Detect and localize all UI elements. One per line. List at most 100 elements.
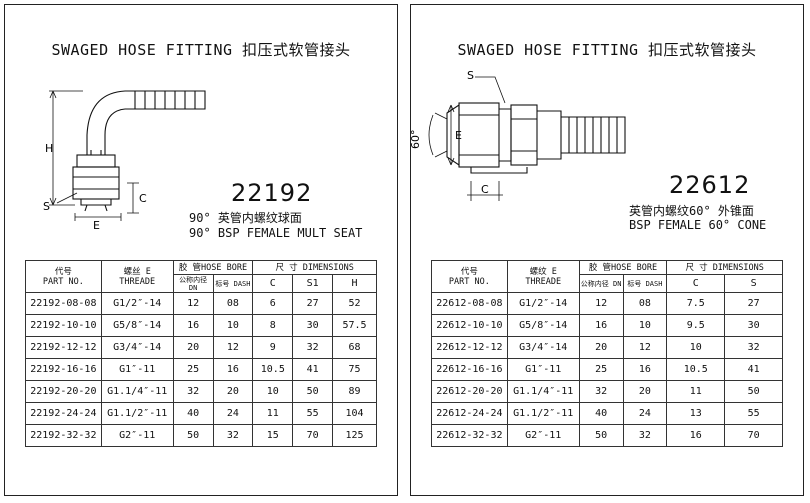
fitting-sheet-22612: SWAGED HOSE FITTING 扣压式软管接头 bbox=[410, 4, 804, 496]
table-cell: G1.1/4″-11 bbox=[100, 380, 174, 403]
elbow-fitting-drawing: H E S C bbox=[43, 90, 206, 232]
table-cell: 11 bbox=[666, 380, 726, 403]
dim-c-label: C bbox=[481, 183, 489, 196]
dim-e-label: E bbox=[455, 129, 462, 142]
dim-angle-label: 60° bbox=[411, 130, 422, 150]
table-cell: G5/8″-14 bbox=[100, 314, 174, 337]
description-cn: 90° 英管内螺纹球面 bbox=[189, 211, 302, 225]
table-cell: 20 bbox=[212, 380, 254, 403]
table-cell: 55 bbox=[292, 402, 334, 425]
part-number-cell: 22192-08-08 bbox=[25, 292, 102, 315]
col-c: C bbox=[666, 274, 726, 293]
col-dn: 公称内径 DN bbox=[172, 274, 214, 293]
part-number-cell: 22192-32-32 bbox=[25, 424, 102, 447]
table-cell: 52 bbox=[332, 292, 377, 315]
dim-c-label: C bbox=[139, 192, 147, 205]
table-cell: 16 bbox=[172, 314, 214, 337]
part-number-cell: 22612-10-10 bbox=[431, 314, 508, 337]
col-s: S bbox=[724, 274, 783, 293]
col-c: C bbox=[252, 274, 294, 293]
part-number-cell: 22192-16-16 bbox=[25, 358, 102, 381]
table-cell: 32 bbox=[622, 424, 668, 447]
table-cell: 12 bbox=[212, 336, 254, 359]
table-cell: 104 bbox=[332, 402, 377, 425]
table-cell: 24 bbox=[622, 402, 668, 425]
table-cell: 20 bbox=[172, 336, 214, 359]
table-cell: G1.1/2″-11 bbox=[100, 402, 174, 425]
table-cell: 9.5 bbox=[666, 314, 726, 337]
table-cell: 12 bbox=[578, 292, 624, 315]
table-cell: 50 bbox=[172, 424, 214, 447]
table-cell: 20 bbox=[622, 380, 668, 403]
description-en: 90° BSP FEMALE MULT SEAT bbox=[189, 226, 363, 240]
part-number-cell: 22612-32-32 bbox=[431, 424, 508, 447]
table-cell: G5/8″-14 bbox=[506, 314, 580, 337]
table-cell: 10.5 bbox=[252, 358, 294, 381]
col-dash: 标号 DASH bbox=[212, 274, 254, 293]
table-cell: G3/4″-14 bbox=[506, 336, 580, 359]
straight-fitting-drawing: S E 60° C bbox=[411, 69, 626, 201]
table-cell: 68 bbox=[332, 336, 377, 359]
table-cell: 41 bbox=[292, 358, 334, 381]
table-cell: 8 bbox=[252, 314, 294, 337]
table-cell: 32 bbox=[578, 380, 624, 403]
table-cell: 55 bbox=[724, 402, 783, 425]
table-cell: G3/4″-14 bbox=[100, 336, 174, 359]
col-dimensions: 尺 寸 DIMENSIONS bbox=[252, 260, 377, 275]
col-hose-bore: 胶 管HOSE BORE bbox=[172, 260, 254, 275]
table-cell: 6 bbox=[252, 292, 294, 315]
table-cell: 7.5 bbox=[666, 292, 726, 315]
col-dimensions: 尺 寸 DIMENSIONS bbox=[666, 260, 783, 275]
table-cell: 75 bbox=[332, 358, 377, 381]
table-cell: 10 bbox=[212, 314, 254, 337]
col-dash: 标号 DASH bbox=[622, 274, 668, 293]
table-cell: 32 bbox=[172, 380, 214, 403]
table-cell: 70 bbox=[724, 424, 783, 447]
table-cell: 10 bbox=[622, 314, 668, 337]
table-cell: 27 bbox=[724, 292, 783, 315]
part-number-cell: 22612-24-24 bbox=[431, 402, 508, 425]
dim-e-label: E bbox=[93, 219, 100, 232]
table-cell: 40 bbox=[172, 402, 214, 425]
table-cell: 9 bbox=[252, 336, 294, 359]
table-cell: 32 bbox=[724, 336, 783, 359]
description-cn: 英管内螺纹60° 外锥面 bbox=[629, 204, 754, 218]
table-cell: 08 bbox=[622, 292, 668, 315]
sheet-title: SWAGED HOSE FITTING 扣压式软管接头 bbox=[457, 41, 757, 59]
table-cell: 16 bbox=[578, 314, 624, 337]
table-cell: 12 bbox=[172, 292, 214, 315]
sheet-title: SWAGED HOSE FITTING 扣压式软管接头 bbox=[51, 41, 351, 59]
fitting-sheet-22192: SWAGED HOSE FITTING 扣压式软管接头 bbox=[4, 4, 398, 496]
table-cell: 10 bbox=[252, 380, 294, 403]
table-cell: 70 bbox=[292, 424, 334, 447]
part-number-cell: 22192-10-10 bbox=[25, 314, 102, 337]
dim-h-label: H bbox=[45, 142, 53, 155]
col-s1: S1 bbox=[292, 274, 334, 293]
col-hose-bore: 胶 管HOSE BORE bbox=[578, 260, 668, 275]
table-cell: 12 bbox=[622, 336, 668, 359]
table-cell: 16 bbox=[622, 358, 668, 381]
table-cell: 57.5 bbox=[332, 314, 377, 337]
table-cell: 16 bbox=[666, 424, 726, 447]
part-number-cell: 22192-20-20 bbox=[25, 380, 102, 403]
col-h: H bbox=[332, 274, 377, 293]
table-cell: 30 bbox=[292, 314, 334, 337]
table-cell: 41 bbox=[724, 358, 783, 381]
model-number: 22192 bbox=[231, 179, 313, 207]
table-cell: 10 bbox=[666, 336, 726, 359]
table-cell: 32 bbox=[292, 336, 334, 359]
table-cell: G1.1/2″-11 bbox=[506, 402, 580, 425]
table-cell: 11 bbox=[252, 402, 294, 425]
